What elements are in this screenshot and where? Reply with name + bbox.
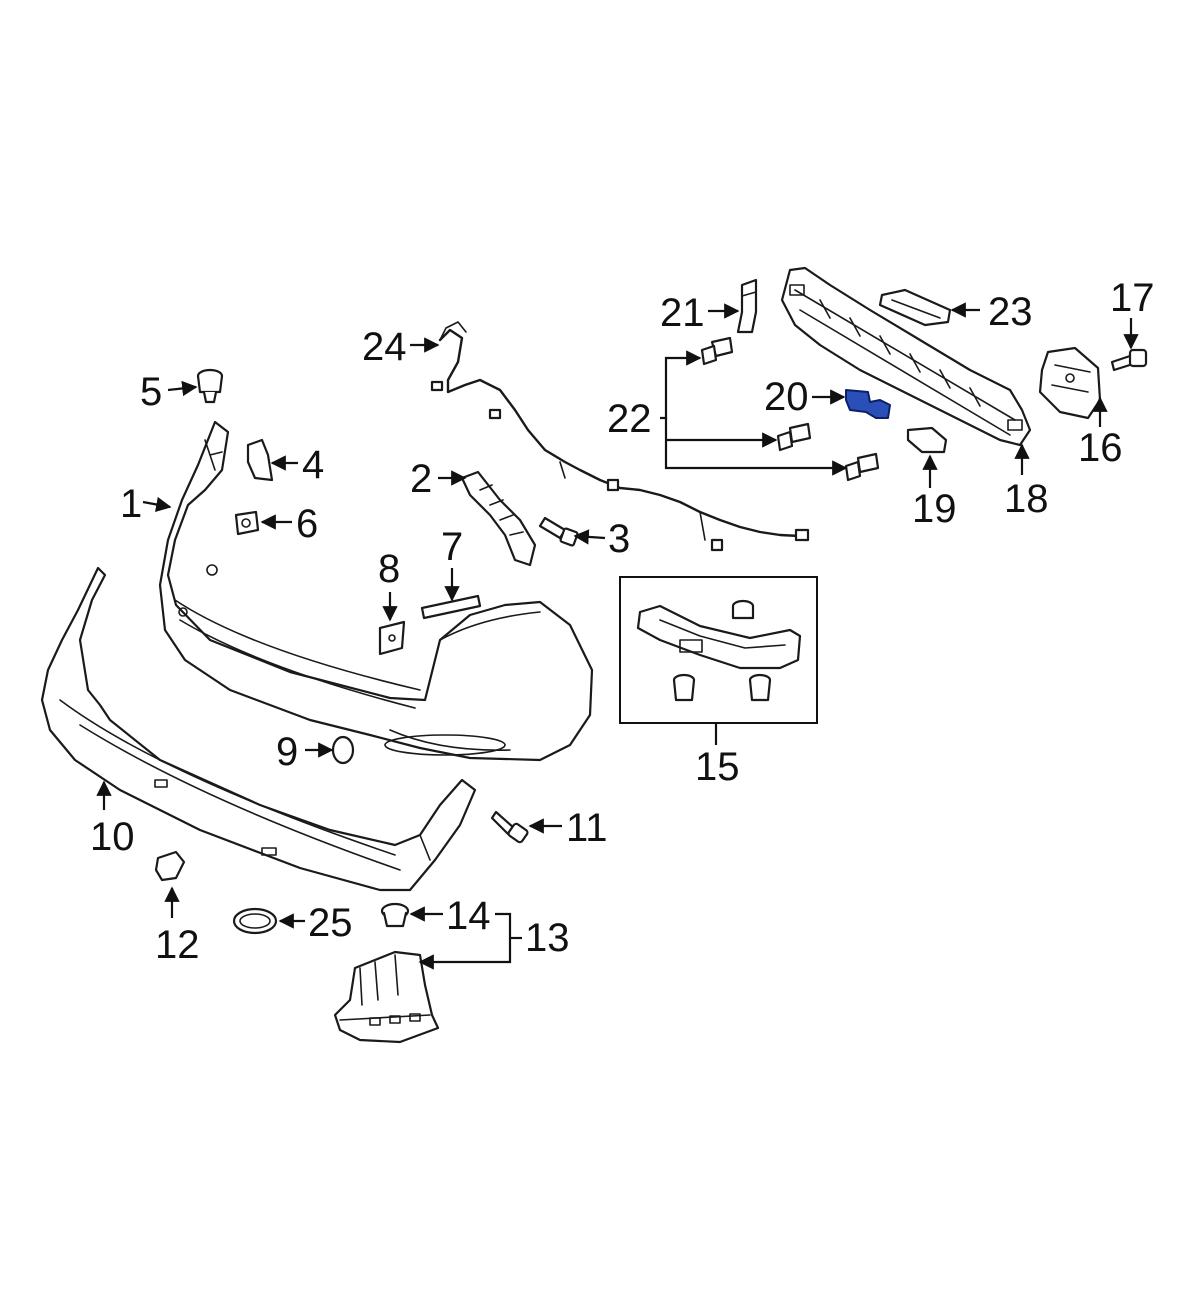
part-14-clip[interactable] <box>380 902 410 928</box>
callout-14: 14 <box>446 894 491 938</box>
part-1-bumper-cover[interactable] <box>158 420 594 762</box>
part-15-socket-b[interactable] <box>748 673 772 702</box>
callout-23: 23 <box>988 290 1033 334</box>
callout-19: 19 <box>912 487 957 531</box>
part-5-push-clip[interactable] <box>196 368 224 404</box>
part-22-rivet-b[interactable] <box>776 422 812 452</box>
part-21-bracket[interactable] <box>736 278 758 334</box>
part-15-socket-a[interactable] <box>672 673 696 702</box>
callout-25: 25 <box>308 901 353 945</box>
part-8-pad[interactable] <box>378 620 406 656</box>
callout-13: 13 <box>525 916 570 960</box>
callout-20: 20 <box>764 375 809 419</box>
callout-5: 5 <box>140 370 162 414</box>
part-4-clip-cover[interactable] <box>246 438 274 482</box>
callout-4: 4 <box>302 443 324 487</box>
callout-1: 1 <box>120 482 142 526</box>
part-11-bolt[interactable] <box>490 810 529 844</box>
part-24-wiring-harness[interactable] <box>430 321 810 552</box>
callout-8: 8 <box>378 547 400 591</box>
callout-21: 21 <box>660 291 705 335</box>
part-17-bolt[interactable] <box>1110 348 1148 372</box>
callout-16: 16 <box>1078 426 1123 470</box>
callout-10: 10 <box>90 815 135 859</box>
part-15-lamp-assembly[interactable] <box>636 599 802 670</box>
callout-18: 18 <box>1004 477 1049 521</box>
callout-11: 11 <box>566 806 608 850</box>
part-12-cap[interactable] <box>154 850 186 882</box>
callout-9: 9 <box>276 730 298 774</box>
part-20-bracket-highlighted[interactable] <box>845 389 891 419</box>
part-10-lower-skirt[interactable] <box>40 566 477 892</box>
callout-6: 6 <box>296 502 318 546</box>
part-15-box-frame <box>619 576 818 724</box>
callout-12: 12 <box>155 923 200 967</box>
part-19-bracket[interactable] <box>906 426 948 454</box>
part-2-side-bracket[interactable] <box>460 470 537 567</box>
part-3-screw[interactable] <box>538 516 579 547</box>
callout-15: 15 <box>695 745 740 789</box>
part-25-grommet[interactable] <box>232 907 278 935</box>
callout-22: 22 <box>607 397 652 441</box>
callout-3: 3 <box>608 517 630 561</box>
part-22-rivet-c[interactable] <box>844 452 880 482</box>
part-13-splash-shield[interactable] <box>333 950 440 1044</box>
callout-2: 2 <box>410 457 432 501</box>
callout-17: 17 <box>1110 276 1155 320</box>
part-16-mounting-bracket[interactable] <box>1038 346 1102 420</box>
leader-lines <box>96 302 1139 970</box>
part-18-reinforcement-beam[interactable] <box>780 266 1032 447</box>
part-23-pad[interactable] <box>878 288 952 327</box>
callout-24: 24 <box>362 325 407 369</box>
part-6-retainer[interactable] <box>234 510 260 536</box>
part-9-plug[interactable] <box>331 735 355 765</box>
part-22-rivet-a[interactable] <box>700 336 734 366</box>
callout-7: 7 <box>441 525 463 569</box>
